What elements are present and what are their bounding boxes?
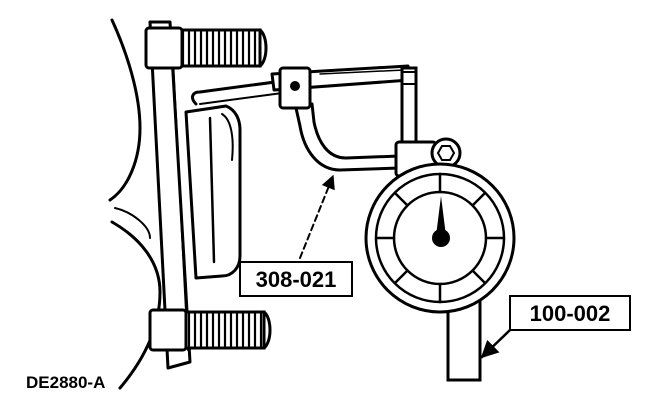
upper-bolt: [144, 26, 268, 70]
callout-308-021: 308-021: [239, 261, 353, 297]
flange-plate: [148, 20, 192, 370]
callout-leaders: [299, 174, 512, 359]
caliper-body: [184, 104, 242, 280]
hub-outline: [108, 18, 162, 390]
callout-100-002-label: 100-002: [530, 301, 611, 326]
figure-id-label: DE2880-A: [26, 373, 105, 392]
callout-100-002: 100-002: [509, 295, 631, 331]
lower-bolt: [148, 308, 272, 352]
callout-308-021-label: 308-021: [256, 267, 337, 292]
dial-indicator: [364, 162, 516, 382]
